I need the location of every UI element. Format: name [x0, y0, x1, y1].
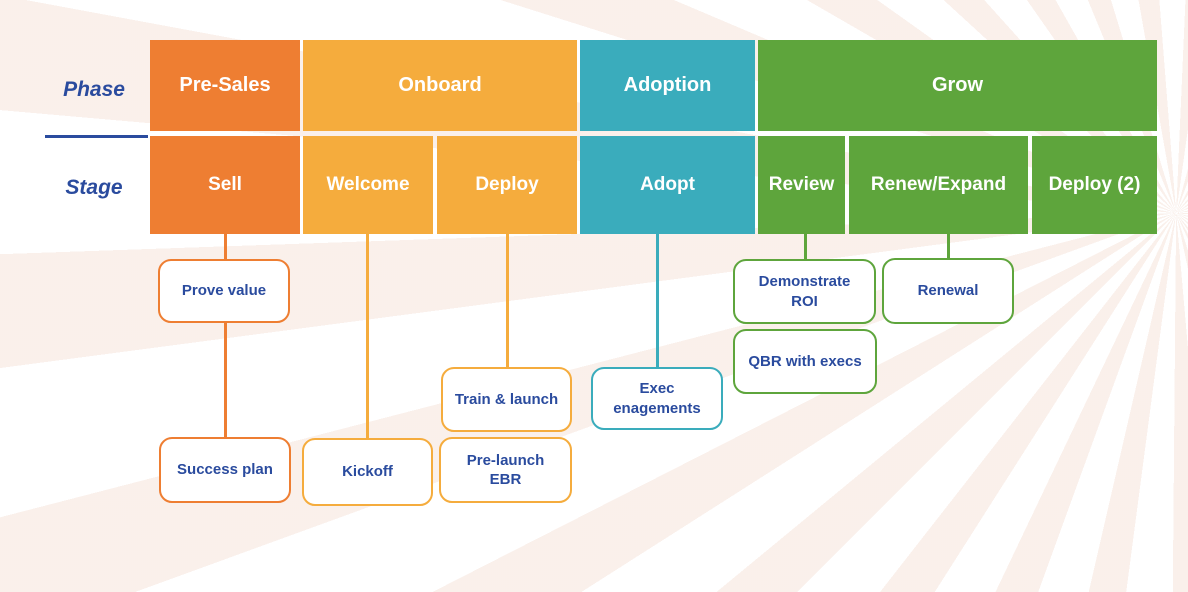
phase-cell-pre-sales: Pre-Sales	[150, 40, 300, 131]
stage-row-label: Stage	[65, 176, 123, 199]
connector-review-to-demonstrate-roi	[804, 234, 807, 260]
label-divider-line	[45, 135, 148, 138]
stage-cell-deploy: Deploy	[437, 136, 577, 234]
stage-cell-review: Review	[758, 136, 845, 234]
connector-adopt-to-exec-engagements	[656, 234, 659, 368]
activity-box-renewal: Renewal	[882, 258, 1014, 324]
phase-cell-grow: Grow	[758, 40, 1157, 131]
connector-sell-to-prove-value	[224, 234, 227, 260]
activity-box-train-launch: Train & launch	[441, 367, 572, 432]
phase-cell-onboard: Onboard	[303, 40, 577, 131]
stage-cell-welcome: Welcome	[303, 136, 433, 234]
phase-row-label: Phase	[63, 78, 125, 101]
stage-cell-adopt: Adopt	[580, 136, 755, 234]
connector-deploy-to-train-launch	[506, 234, 509, 368]
activity-box-prove-value: Prove value	[158, 259, 290, 323]
stage-cell-sell: Sell	[150, 136, 300, 234]
activity-box-demonstrate-roi: Demonstrate ROI	[733, 259, 876, 324]
activity-box-pre-launch-ebr: Pre-launch EBR	[439, 437, 572, 503]
activity-box-kickoff: Kickoff	[302, 438, 433, 506]
connector-renew-to-renewal	[947, 234, 950, 259]
stage-cell-deploy-2: Deploy (2)	[1032, 136, 1157, 234]
connector-prove-value-to-success-plan	[224, 322, 227, 438]
stage-cell-renew-expand: Renew/Expand	[849, 136, 1028, 234]
connector-welcome-to-kickoff	[366, 234, 369, 439]
activity-box-qbr-with-execs: QBR with execs	[733, 329, 877, 394]
activity-box-success-plan: Success plan	[159, 437, 291, 503]
activity-box-exec-engagements: Exec enagements	[591, 367, 723, 430]
phase-cell-adoption: Adoption	[580, 40, 755, 131]
